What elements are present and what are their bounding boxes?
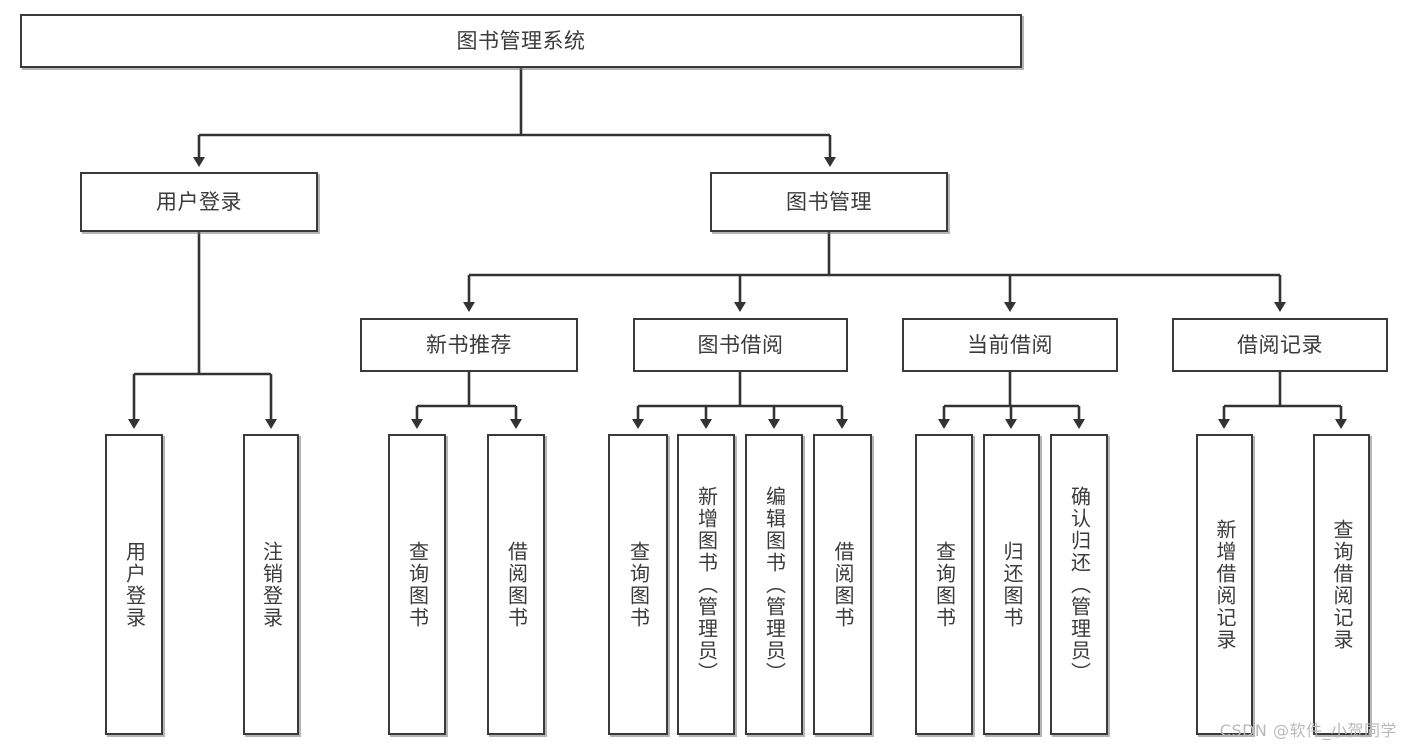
node-root[interactable]: 图书管理系统 [20, 14, 1022, 68]
node-leaf-br-add-record[interactable]: 新增借阅记录 [1196, 434, 1253, 735]
node-leaf-rec-query-book[interactable]: 查询图书 [388, 434, 446, 735]
node-leaf-user-login[interactable]: 用户登录 [105, 434, 163, 735]
node-leaf-cb-query-book[interactable]: 查询图书 [915, 434, 973, 735]
node-book-manage-label: 图书管理 [786, 189, 872, 214]
node-borrow-record-label: 借阅记录 [1237, 332, 1323, 357]
node-user-login-label: 用户登录 [156, 189, 242, 214]
node-leaf-br-query-record[interactable]: 查询借阅记录 [1313, 434, 1370, 735]
watermark-text: CSDN @软件_小贺同学 [1219, 721, 1397, 740]
node-borrow-record[interactable]: 借阅记录 [1172, 318, 1388, 372]
node-root-label: 图书管理系统 [456, 28, 586, 53]
node-leaf-cb-confirm-return-label: 确认归还（管理员） [1067, 485, 1092, 684]
node-leaf-cb-confirm-return[interactable]: 确认归还（管理员） [1050, 434, 1108, 735]
node-book-borrow-label: 图书借阅 [697, 332, 784, 357]
node-leaf-bb-borrow-book-label: 借阅图书 [831, 540, 855, 629]
node-current-borrow[interactable]: 当前借阅 [902, 318, 1118, 372]
node-leaf-bb-query-book[interactable]: 查询图书 [608, 434, 668, 735]
node-leaf-rec-borrow-book-label: 借阅图书 [504, 540, 529, 629]
node-leaf-bb-edit-book[interactable]: 编辑图书（管理员） [745, 434, 803, 735]
node-leaf-br-query-record-label: 查询借阅记录 [1330, 518, 1354, 651]
node-leaf-bb-edit-book-label: 编辑图书（管理员） [762, 485, 787, 684]
node-leaf-cb-return-book-label: 归还图书 [1000, 540, 1024, 629]
node-leaf-rec-borrow-book[interactable]: 借阅图书 [487, 434, 545, 735]
node-leaf-br-add-record-label: 新增借阅记录 [1213, 518, 1237, 651]
node-leaf-user-logout[interactable]: 注销登录 [243, 434, 299, 735]
node-leaf-rec-query-book-label: 查询图书 [405, 540, 430, 629]
node-leaf-user-login-label: 用户登录 [122, 540, 147, 629]
node-leaf-user-logout-label: 注销登录 [259, 540, 284, 629]
node-leaf-bb-borrow-book[interactable]: 借阅图书 [813, 434, 872, 735]
node-leaf-bb-add-book-label: 新增图书（管理员） [694, 485, 719, 684]
node-book-manage[interactable]: 图书管理 [710, 172, 948, 232]
node-current-borrow-label: 当前借阅 [967, 332, 1053, 357]
node-book-borrow[interactable]: 图书借阅 [633, 318, 848, 372]
node-new-book-recommend-label: 新书推荐 [426, 332, 512, 357]
node-leaf-cb-return-book[interactable]: 归还图书 [983, 434, 1040, 735]
node-new-book-recommend[interactable]: 新书推荐 [360, 318, 578, 372]
node-leaf-bb-query-book-label: 查询图书 [626, 540, 651, 629]
node-user-login[interactable]: 用户登录 [80, 172, 318, 232]
node-leaf-bb-add-book[interactable]: 新增图书（管理员） [677, 434, 735, 735]
node-leaf-cb-query-book-label: 查询图书 [932, 540, 957, 629]
